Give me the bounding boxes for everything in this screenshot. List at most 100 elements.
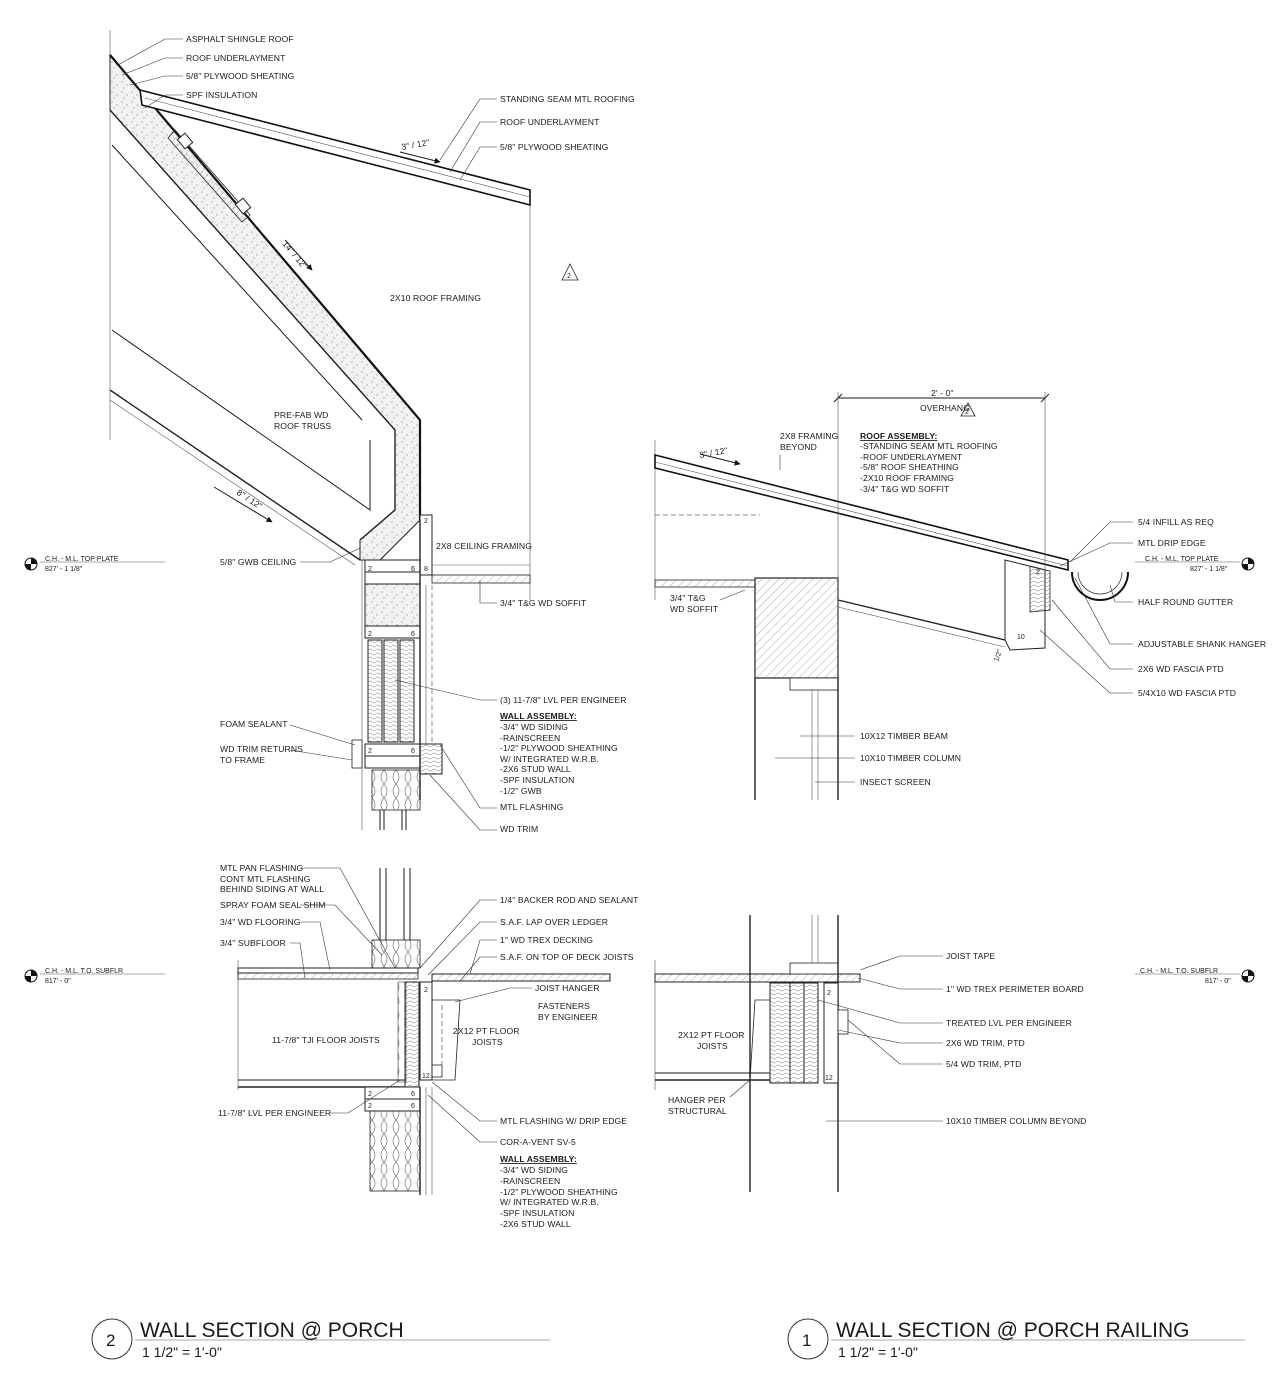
note-fasteners: FASTENERS [538, 1001, 590, 1011]
note-pre-fab-wd: PRE-FAB WD [274, 410, 328, 420]
level-subfloor-left [24, 969, 165, 983]
note-roof-truss: ROOF TRUSS [274, 421, 331, 431]
note-spray-foam: SPRAY FOAM SEAL SHIM [220, 900, 325, 910]
wall-assembly-1-line: W/ INTEGRATED W.R.B. [500, 754, 599, 764]
note-2x8-framing: 2X8 FRAMING [780, 431, 839, 441]
section-2-scale: 1 1/2" = 1'-0" [142, 1344, 222, 1360]
note-timber-column-beyond: 10X10 TIMBER COLUMN BEYOND [946, 1116, 1086, 1126]
note-2x6-trim: 2X6 WD TRIM, PTD [946, 1038, 1025, 1048]
annotation-text: ASPHALT SHINGLE ROOF ROOF UNDERLAYMENT 5… [45, 34, 1266, 1360]
note-plywood-sheating-2: 5/8" PLYWOOD SHEATING [500, 142, 609, 152]
note-cont-flashing: CONT MTL FLASHING [220, 874, 311, 884]
level-subfloor-name-right: C.H. - M.L. T.O. SUBFLR [1140, 968, 1218, 975]
member-mark: 6 [411, 1091, 415, 1098]
note-joist-tape: JOIST TAPE [946, 951, 995, 961]
level-top-plate-left [24, 557, 165, 571]
note-insect-screen: INSECT SCREEN [860, 777, 931, 787]
wall-assembly-1-line: -SPF INSULATION [500, 775, 574, 785]
note-saf-top: S.A.F. ON TOP OF DECK JOISTS [500, 952, 634, 962]
overhang-dimension-label: OVERHANG [920, 403, 970, 413]
member-mark: 12 [825, 1075, 833, 1082]
level-subfloor-name-left: C.H. - M.L. T.O. SUBFLR [45, 968, 123, 975]
note-trex-decking: 1" WD TREX DECKING [500, 935, 593, 945]
note-cor-a-vent: COR-A-VENT SV-5 [500, 1137, 576, 1147]
note-lvl-per-engineer: (3) 11-7/8" LVL PER ENGINEER [500, 695, 627, 705]
wall-assembly-title-2: WALL ASSEMBLY: [500, 1154, 577, 1164]
note-roof-underlayment-2: ROOF UNDERLAYMENT [500, 117, 600, 127]
member-mark: 1/2" [993, 648, 1004, 662]
member-mark: 6 [411, 631, 415, 638]
section-2-bubble [91, 1318, 133, 1360]
wall-assembly-1-line: -1/2" GWB [500, 786, 542, 796]
member-mark: 2 [368, 631, 372, 638]
note-beyond: BEYOND [780, 442, 817, 452]
member-mark: 2 [1036, 569, 1040, 576]
roof-assembly-line: -STANDING SEAM MTL ROOFING [860, 441, 998, 451]
note-foam-sealant: FOAM SEALANT [220, 719, 288, 729]
member-mark: 2 [368, 1103, 372, 1110]
note-tg-soffit-2: 3/4" T&G [670, 593, 706, 603]
slope-3-12-left: 3" / 12" [401, 137, 431, 152]
note-lvl-engineer-2: 11-7/8" LVL PER ENGINEER [218, 1108, 331, 1118]
note-tg-wd-soffit-1: 3/4" T&G WD SOFFIT [500, 598, 587, 608]
note-hanger-per: HANGER PER [668, 1095, 726, 1105]
slope-8-12: 8" / 12" [235, 487, 264, 511]
level-subfloor-right [1135, 969, 1255, 983]
note-2x10-roof-framing: 2X10 ROOF FRAMING [390, 293, 481, 303]
member-mark: 2 [424, 987, 428, 994]
note-mtl-flashing: MTL FLASHING [500, 802, 564, 812]
wall-assembly-2-line: -1/2" PLYWOOD SHEATHING [500, 1187, 618, 1197]
note-structural: STRUCTURAL [668, 1106, 727, 1116]
wall-assembly-title-1: WALL ASSEMBLY: [500, 711, 577, 721]
note-spf-insulation: SPF INSULATION [186, 90, 257, 100]
wall-assembly-2-line: -SPF INSULATION [500, 1208, 574, 1218]
section-1-number: 1 [802, 1331, 811, 1350]
roof-assembly-line: -ROOF UNDERLAYMENT [860, 452, 963, 462]
overhang-section-top-right [654, 392, 1133, 800]
level-top-plate-right [1135, 557, 1255, 571]
note-shank-hanger: ADJUSTABLE SHANK HANGER [1138, 639, 1266, 649]
member-mark: 2 [424, 518, 428, 525]
note-2x6-fascia: 2X6 WD FASCIA PTD [1138, 664, 1224, 674]
member-mark: 10 [1017, 634, 1025, 641]
note-half-round-gutter: HALF ROUND GUTTER [1138, 597, 1233, 607]
note-2x8-ceiling-framing: 2X8 CEILING FRAMING [436, 541, 532, 551]
note-by-engineer: BY ENGINEER [538, 1012, 598, 1022]
note-perimeter-board: 1" WD TREX PERIMETER BOARD [946, 984, 1084, 994]
note-infill: 5/4 INFILL AS REQ [1138, 517, 1214, 527]
level-subfloor-elev-right: 817' - 0" [1205, 978, 1231, 985]
member-mark: 6 [411, 748, 415, 755]
member-mark: 8 [424, 566, 428, 573]
member-mark: 6 [411, 566, 415, 573]
note-timber-beam: 10X12 TIMBER BEAM [860, 731, 948, 741]
section-1-bubble [787, 1318, 829, 1360]
roof-assembly-line: -2X10 ROOF FRAMING [860, 473, 954, 483]
note-5-4x10-fascia: 5/4X10 WD FASCIA PTD [1138, 688, 1236, 698]
wall-assembly-2-line: W/ INTEGRATED W.R.B. [500, 1197, 599, 1207]
floor-section-bottom-left [237, 867, 611, 1195]
wall-assembly-2-line: -3/4" WD SIDING [500, 1165, 568, 1175]
note-saf-lap: S.A.F. LAP OVER LEDGER [500, 917, 608, 927]
member-mark: 2 [827, 990, 831, 997]
note-treated-lvl: TREATED LVL PER ENGINEER [946, 1018, 1072, 1028]
note-to-frame: TO FRAME [220, 755, 265, 765]
note-drip-edge: MTL DRIP EDGE [1138, 538, 1206, 548]
note-backer-rod: 1/4" BACKER ROD AND SEALANT [500, 895, 639, 905]
section-1-title: WALL SECTION @ PORCH RAILING [836, 1319, 1189, 1342]
roof-assembly-title: ROOF ASSEMBLY: [860, 431, 938, 441]
note-timber-column: 10X10 TIMBER COLUMN [860, 753, 961, 763]
level-top-plate-elev-right: 827' - 1 1/8" [1190, 566, 1228, 573]
note-behind-siding: BEHIND SIDING AT WALL [220, 884, 324, 894]
note-wd-soffit-2: WD SOFFIT [670, 604, 719, 614]
note-gwb-ceiling: 5/8" GWB CEILING [220, 557, 296, 567]
note-tji-joists: 11-7/8" TJI FLOOR JOISTS [272, 1035, 380, 1045]
wall-assembly-1-line: -3/4" WD SIDING [500, 722, 568, 732]
note-drip-edge-flashing: MTL FLASHING W/ DRIP EDGE [500, 1116, 627, 1126]
member-mark: 12 [422, 1073, 430, 1080]
section-2-title: WALL SECTION @ PORCH [140, 1319, 404, 1342]
level-top-plate-name-left: C.H. - M.L. TOP PLATE [45, 556, 119, 563]
roof-assembly-line: -3/4" T&G WD SOFFIT [860, 484, 950, 494]
overhang-dimension: 2' - 0" [931, 388, 954, 398]
member-mark: 6 [411, 1103, 415, 1110]
note-joists-2: JOISTS [697, 1041, 728, 1051]
